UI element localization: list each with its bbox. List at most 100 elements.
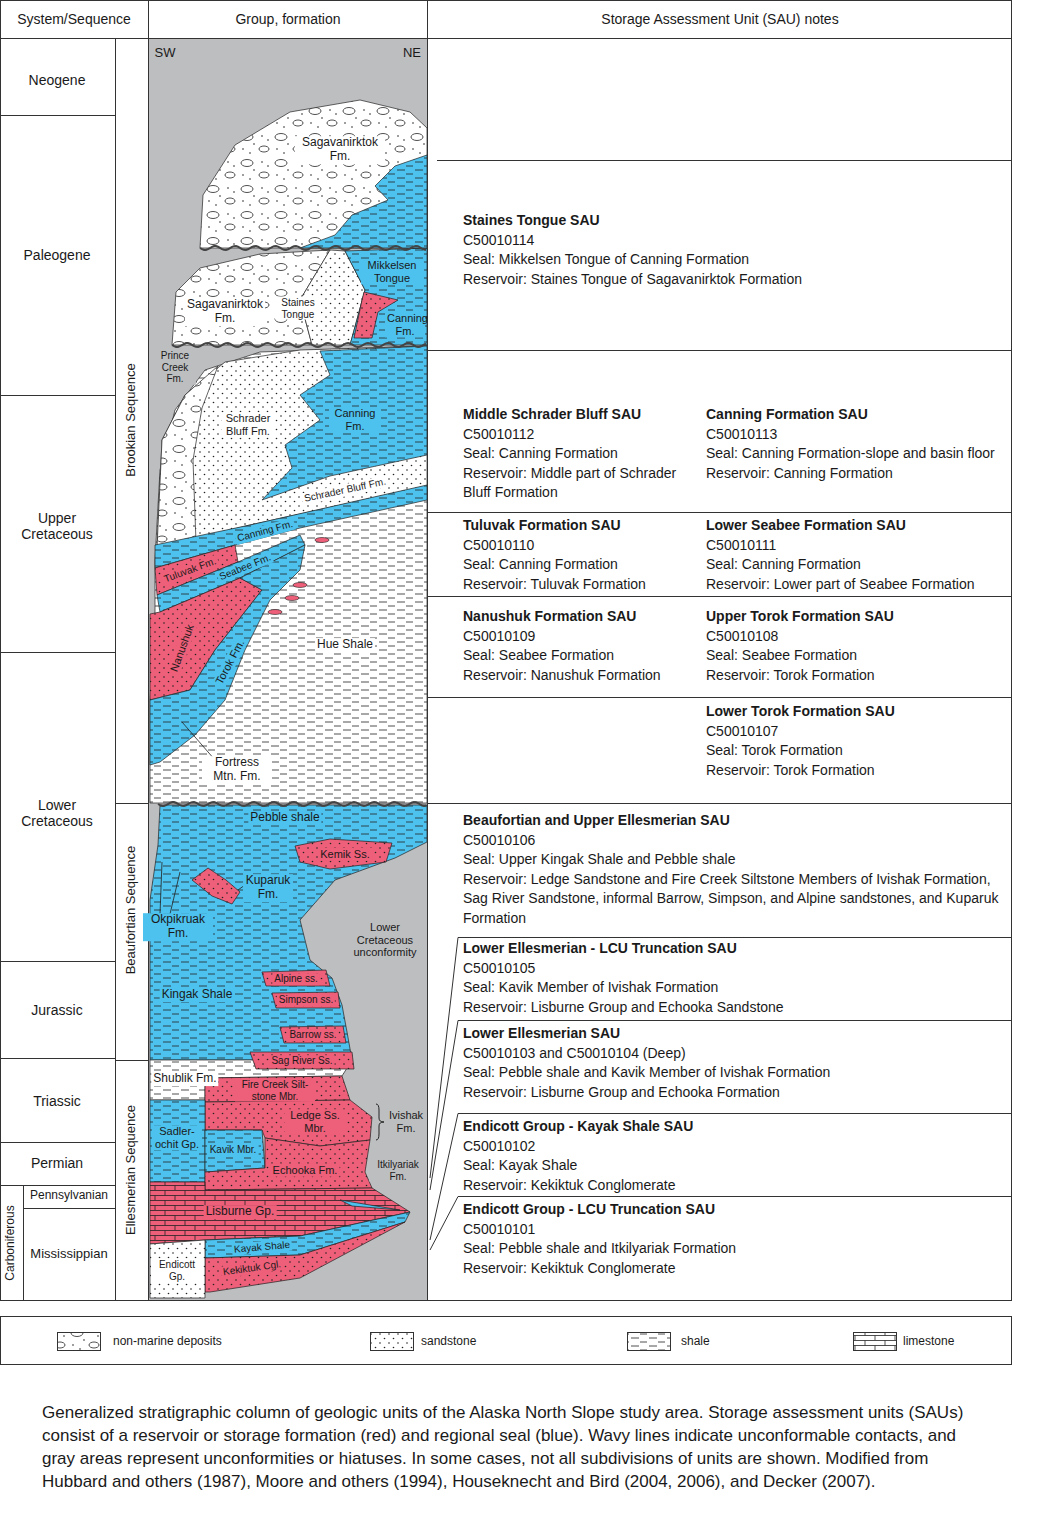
legend-swatch — [371, 1333, 414, 1351]
unconformity-line — [158, 802, 426, 806]
reservoir-unit — [205, 1138, 372, 1190]
sau-detail: Seal: Canning Formation — [706, 555, 1006, 575]
grid-line — [23, 1185, 24, 1301]
formation-label: Ledge Ss. Mbr. — [285, 1109, 345, 1134]
sau-detail: Seal: Canning Formation-slope and basin … — [706, 444, 1006, 464]
system-name: Lower Cretaceous — [12, 797, 102, 829]
sau-heading: Canning Formation SAU — [706, 405, 1006, 425]
sau-detail: C50010112 — [463, 425, 701, 445]
seal-unit — [345, 248, 427, 345]
grid-line — [430, 1021, 458, 1191]
sau-note: Lower Ellesmerian - LCU Truncation SAUC5… — [463, 939, 1003, 1017]
grid-line — [115, 38, 116, 1301]
sau-heading: Nanushuk Formation SAU — [463, 607, 701, 627]
sand-lens — [293, 583, 307, 588]
formation-label: Sadler- ochit Gp. — [152, 1125, 202, 1150]
reservoir-unit — [205, 1076, 350, 1102]
sau-detail: Seal: Torok Formation — [706, 741, 1006, 761]
table-grid — [0, 0, 1012, 1365]
sandstone-unit-pattern — [150, 1240, 205, 1298]
grid-line — [0, 1142, 115, 1143]
seal-unit-pattern — [262, 346, 427, 500]
formation-label: Ivishak Fm. — [385, 1109, 427, 1134]
legend-swatch — [628, 1333, 671, 1351]
grid-line — [427, 512, 1012, 513]
system-name: Triassic — [31, 1093, 83, 1109]
seal-unit-pattern — [150, 545, 305, 765]
shale-unit — [150, 346, 427, 803]
sandstone-unit-pattern — [157, 346, 427, 548]
sau-detail: C50010103 and C50010104 (Deep) — [463, 1044, 1003, 1064]
system-name: Carboniferous — [4, 1203, 18, 1282]
seal-unit — [205, 1130, 265, 1172]
sau-detail: Seal: Upper Kingak Shale and Pebble shal… — [463, 850, 1003, 870]
sau-detail: Seal: Seabee Formation — [706, 646, 1006, 666]
grid-line — [427, 0, 428, 1301]
sau-detail: C50010109 — [463, 627, 701, 647]
seal-unit-pattern — [300, 155, 427, 248]
formation-label: Canning Fm. — [385, 312, 425, 337]
sau-note: Upper Torok Formation SAUC50010108Seal: … — [706, 607, 1006, 685]
sau-heading: Lower Torok Formation SAU — [706, 702, 1006, 722]
sau-detail: Seal: Pebble shale and Kavik Member of I… — [463, 1063, 1003, 1083]
grid-line — [0, 652, 115, 653]
sau-note: Middle Schrader Bluff SAUC50010112Seal: … — [463, 405, 701, 503]
formation-label: Kuparuk Fm. — [243, 874, 293, 902]
sand-lens — [315, 538, 329, 543]
sau-heading: Upper Torok Formation SAU — [706, 607, 1006, 627]
formation-label: Staines Tongue — [275, 297, 321, 320]
reservoir-unit — [250, 1052, 354, 1069]
formation-label: Prince Creek Fm. — [154, 350, 196, 385]
reservoir-unit — [205, 1222, 405, 1292]
formation-label: Kemik Ss. — [318, 848, 372, 861]
grid-line — [458, 1020, 1012, 1021]
sequence-name: Brookian Sequence — [124, 361, 139, 478]
reservoir-unit-pattern — [280, 1026, 346, 1043]
grid-line — [0, 38, 1012, 39]
nonmarine-unit-pattern — [172, 250, 330, 345]
sau-detail: Reservoir: Lower part of Seabee Formatio… — [706, 575, 1006, 595]
system-name: Upper Cretaceous — [12, 510, 102, 542]
formation-label: Sag River Ss. — [269, 1055, 334, 1067]
reservoir-unit-pattern — [250, 1052, 354, 1069]
sau-detail: Reservoir: Canning Formation — [706, 464, 1006, 484]
sau-heading: Endicott Group - Kayak Shale SAU — [463, 1117, 1003, 1137]
seal-tongue — [340, 1200, 400, 1210]
sau-detail: C50010107 — [706, 722, 1006, 742]
formation-label: Pebble shale — [248, 811, 321, 825]
sand-lens — [285, 596, 299, 601]
system-name: Pennsylvanian — [28, 1189, 110, 1203]
sau-note: Nanushuk Formation SAUC50010109Seal: Sea… — [463, 607, 701, 685]
reservoir-unit-pattern — [192, 868, 240, 904]
sau-detail: Reservoir: Staines Tongue of Sagavanirkt… — [463, 270, 1003, 290]
column-header: Group, formation — [233, 11, 342, 27]
grid-line — [430, 1197, 458, 1251]
sau-heading: Staines Tongue SAU — [463, 211, 1003, 231]
sau-heading: Middle Schrader Bluff SAU — [463, 405, 701, 425]
formation-label: Echooka Fm. — [271, 1164, 340, 1177]
system-name: Paleogene — [22, 247, 93, 263]
formation-label: SW — [153, 46, 178, 61]
sau-detail: C50010106 — [463, 831, 1003, 851]
sau-detail: Seal: Pebble shale and Itkilyariak Forma… — [463, 1239, 1003, 1259]
sau-note: Tuluvak Formation SAUC50010110Seal: Cann… — [463, 516, 701, 594]
sau-note: Endicott Group - LCU Truncation SAUC5001… — [463, 1200, 1003, 1278]
formation-label: Endicott Gp. — [151, 1259, 203, 1282]
grid-line — [0, 1058, 115, 1059]
sau-detail: C50010110 — [463, 536, 701, 556]
sau-note: Endicott Group - Kayak Shale SAUC5001010… — [463, 1117, 1003, 1195]
sau-detail: Reservoir: Kekiktuk Conglomerate — [463, 1176, 1003, 1196]
sau-note: Lower Ellesmerian SAUC50010103 and C5001… — [463, 1024, 1003, 1102]
sau-detail: Seal: Kayak Shale — [463, 1156, 1003, 1176]
leader-line — [182, 722, 215, 760]
system-name: Permian — [29, 1155, 85, 1171]
legend-text: sandstone — [421, 1334, 476, 1348]
formation-label: Kingak Shale — [160, 988, 235, 1002]
sau-heading: Lower Seabee Formation SAU — [706, 516, 1006, 536]
system-name: Mississippian — [28, 1247, 109, 1262]
grid-line — [427, 697, 1012, 698]
reservoir-unit-pattern — [295, 839, 392, 869]
sau-detail: C50010101 — [463, 1220, 1003, 1240]
formation-label: Shublik Fm. — [151, 1072, 218, 1086]
sequence-name: Beaufortian Sequence — [124, 844, 139, 977]
